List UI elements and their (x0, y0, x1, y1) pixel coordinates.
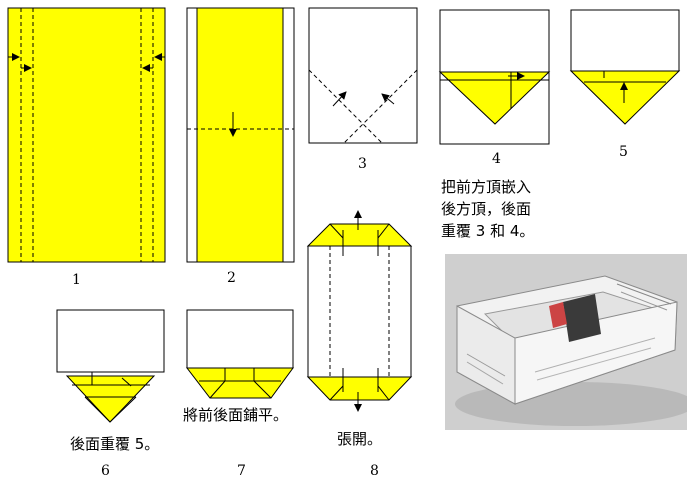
step-number-4: 4 (492, 151, 501, 167)
step-2-figure (187, 8, 294, 262)
step-number-1: 1 (72, 272, 81, 288)
caption-step-4: 把前方頂嵌入 後方頂，後面 重覆 3 和 4。 (441, 176, 534, 242)
finished-box-illustration (445, 254, 687, 430)
step-number-2: 2 (227, 270, 236, 286)
caption-step-6: 後面重覆 5。 (70, 433, 159, 455)
step-3-figure (309, 8, 417, 143)
step-number-5: 5 (619, 144, 628, 160)
step-5-figure (571, 10, 679, 124)
step-8-figure (308, 211, 411, 411)
step-number-8: 8 (370, 463, 379, 479)
step-number-6: 6 (101, 463, 110, 479)
step-4-figure (440, 10, 549, 144)
step-1-figure (8, 8, 165, 262)
step-7-figure (187, 310, 293, 398)
finished-box-photo (445, 254, 687, 430)
step-6-figure (57, 310, 164, 422)
caption-step-8: 張開。 (337, 428, 382, 450)
caption-step-7: 將前後面鋪平。 (183, 404, 288, 426)
step-number-3: 3 (358, 156, 367, 172)
step-number-7: 7 (237, 463, 246, 479)
